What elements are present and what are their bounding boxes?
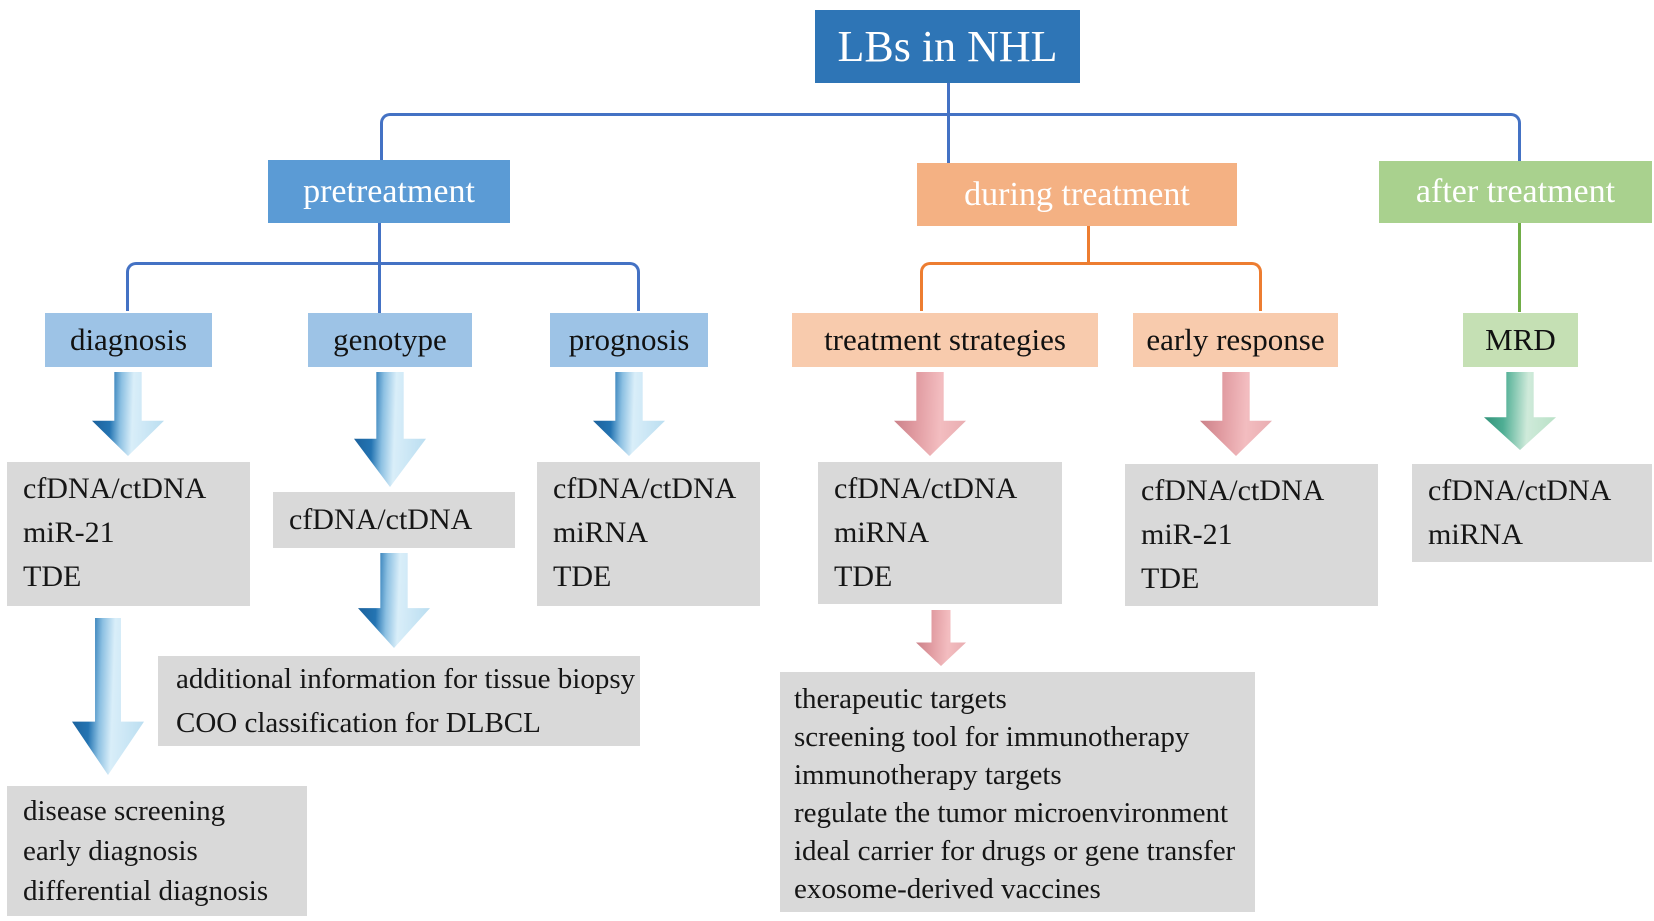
root-node-label: LBs in NHL (837, 22, 1058, 71)
connector-pretreatment-stem (378, 223, 381, 313)
biomarkers-mrd: cfDNA/ctDNA miRNA (1412, 464, 1652, 562)
node-prognosis-label: prognosis (568, 322, 690, 357)
applications-treatment-strategies: therapeutic targets screening tool for i… (780, 672, 1255, 912)
application-line: therapeutic targets (794, 683, 1007, 715)
biomarker-line: TDE (834, 560, 893, 593)
biomarker-line: miRNA (553, 516, 649, 549)
down-arrow-icon-diagnosis-applications (72, 618, 144, 775)
node-genotype-label: genotype (333, 322, 447, 357)
biomarker-line: TDE (1141, 562, 1200, 595)
application-line: additional information for tissue biopsy (176, 663, 636, 695)
biomarker-line: cfDNA/ctDNA (1428, 474, 1612, 507)
biomarker-line: cfDNA/ctDNA (23, 472, 207, 505)
node-early-response-label: early response (1146, 322, 1325, 357)
down-arrow-icon-prognosis (593, 372, 665, 456)
down-arrow-icon-treatment-strategies (894, 372, 966, 456)
application-line: exosome-derived vaccines (794, 873, 1101, 905)
node-mrd: MRD (1463, 313, 1578, 367)
biomarker-line: miR-21 (23, 516, 115, 549)
application-line: screening tool for immunotherapy (794, 721, 1190, 753)
biomarker-line: cfDNA/ctDNA (553, 472, 737, 505)
down-arrow-icon-treatment-applications (916, 610, 966, 666)
biomarker-line: cfDNA/ctDNA (289, 503, 473, 536)
branch-after-treatment-label: after treatment (1415, 173, 1616, 210)
biomarkers-prognosis: cfDNA/ctDNA miRNA TDE (537, 462, 760, 606)
biomarker-line: cfDNA/ctDNA (834, 472, 1018, 505)
biomarker-line: cfDNA/ctDNA (1141, 474, 1325, 507)
application-line: COO classification for DLBCL (176, 707, 541, 739)
application-line: differential diagnosis (23, 875, 269, 907)
applications-diagnosis: disease screening early diagnosis differ… (7, 786, 307, 916)
branch-during-treatment-label: during treatment (964, 175, 1190, 213)
biomarker-line: TDE (553, 560, 612, 593)
down-arrow-icon-genotype-applications (358, 553, 430, 648)
application-line: early diagnosis (23, 835, 198, 867)
branch-pretreatment: pretreatment (268, 160, 510, 223)
node-early-response: early response (1133, 313, 1338, 367)
node-genotype: genotype (308, 313, 472, 367)
branch-during-treatment: during treatment (917, 163, 1237, 226)
branch-after-treatment: after treatment (1379, 161, 1652, 223)
root-node: LBs in NHL (815, 10, 1080, 83)
node-prognosis: prognosis (550, 313, 708, 367)
node-treatment-strategies: treatment strategies (792, 313, 1098, 367)
connector-top-bracket (380, 113, 1521, 161)
application-line: ideal carrier for drugs or gene transfer (794, 835, 1236, 867)
biomarker-line: miRNA (1428, 518, 1524, 551)
application-line: disease screening (23, 795, 226, 827)
application-line: regulate the tumor microenvironment (794, 797, 1229, 829)
connector-pretreatment-bracket (126, 262, 640, 311)
biomarker-line: miRNA (834, 516, 930, 549)
biomarkers-genotype: cfDNA/ctDNA (273, 492, 515, 548)
down-arrow-icon-mrd (1484, 372, 1556, 450)
connector-during-stem (1087, 226, 1090, 264)
connector-during-bracket (920, 262, 1262, 311)
branch-pretreatment-label: pretreatment (303, 172, 475, 210)
biomarkers-early-response: cfDNA/ctDNA miR-21 TDE (1125, 464, 1378, 606)
biomarker-line: miR-21 (1141, 518, 1233, 551)
biomarkers-diagnosis: cfDNA/ctDNA miR-21 TDE (7, 462, 250, 606)
node-diagnosis: diagnosis (45, 313, 212, 367)
biomarker-line: TDE (23, 560, 82, 593)
biomarkers-treatment-strategies: cfDNA/ctDNA miRNA TDE (818, 462, 1062, 604)
down-arrow-icon-early-response (1200, 372, 1272, 456)
node-mrd-label: MRD (1485, 322, 1556, 357)
down-arrow-icon-genotype (354, 372, 426, 487)
applications-genotype: additional information for tissue biopsy… (158, 656, 640, 746)
node-treatment-strategies-label: treatment strategies (824, 322, 1066, 357)
connector-after-stem (1518, 223, 1521, 312)
application-line: immunotherapy targets (794, 759, 1062, 791)
connector-root-stem (947, 83, 950, 164)
down-arrow-icon-diagnosis (92, 372, 164, 456)
node-diagnosis-label: diagnosis (69, 322, 188, 357)
